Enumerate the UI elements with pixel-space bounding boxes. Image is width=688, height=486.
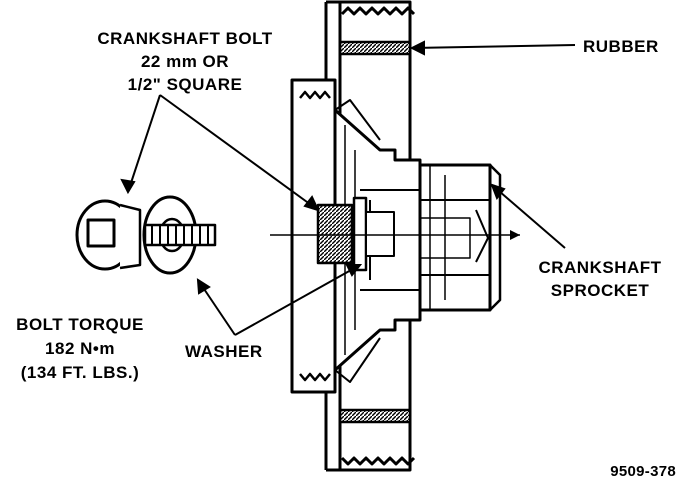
bolt-torque-label-line2: 182 N•m [45,339,115,358]
crankshaft-bolt-label: CRANKSHAFT BOLT 22 mm OR 1/2" SQUARE [97,29,272,94]
crankshaft-sprocket [418,163,502,312]
bolt-torque-label: BOLT TORQUE 182 N•m (134 FT. LBS.) [16,315,144,382]
figure-number: 9509-378 [610,463,676,480]
top-belt-grooves [340,6,416,16]
rubber-label: RUBBER [583,37,659,56]
leader-lines [120,40,576,336]
crankshaft-bolt-label-line1: CRANKSHAFT BOLT [97,29,272,48]
sprocket-body [418,163,492,312]
crankshaft-sprocket-label: CRANKSHAFT SPROCKET [538,258,661,300]
installed-washer [352,196,368,272]
rubber-band-bottom [338,408,412,424]
bottom-belt-grooves [340,456,416,466]
sprocket-label-line1: CRANKSHAFT [538,258,661,277]
bolt-torque-label-line1: BOLT TORQUE [16,315,144,334]
bolt-threads [143,223,217,247]
crankshaft-bolt-label-line3: 1/2" SQUARE [128,75,243,94]
loose-bolt [75,195,217,275]
hub-flange [290,78,337,394]
installed-bolt [316,196,395,272]
square-drive [86,218,116,248]
installed-bolt-head [316,203,354,265]
vibration-damper [290,0,422,472]
washer-label: WASHER [185,342,263,361]
sprocket-label-line2: SPROCKET [551,281,650,300]
bolt-torque-label-line3: (134 FT. LBS.) [21,363,139,382]
crankshaft-bolt-label-line2: 22 mm OR [141,52,229,71]
rubber-band-top [338,40,412,56]
